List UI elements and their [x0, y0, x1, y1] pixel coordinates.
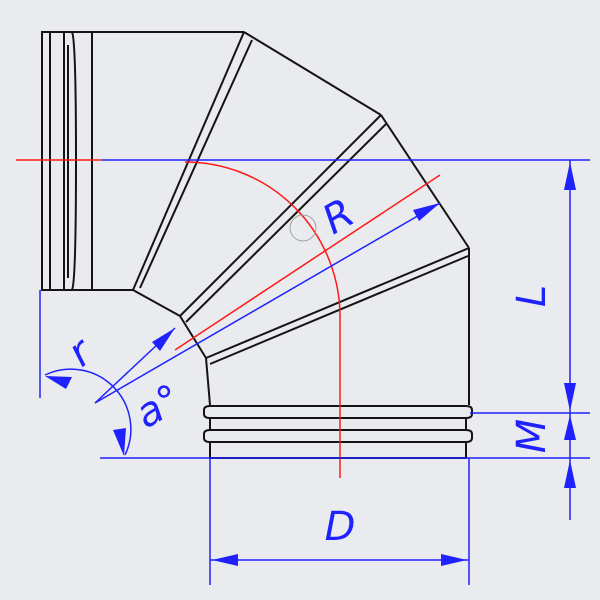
seam-2	[179, 114, 382, 317]
bottom-bead-bottom	[203, 429, 473, 443]
arrowheads	[45, 162, 576, 566]
seam-1	[132, 31, 245, 291]
label-D: D	[325, 504, 356, 550]
seam-3-lap	[209, 255, 469, 365]
left-collar	[72, 31, 93, 291]
label-R: R	[315, 190, 362, 244]
segment-4-inner	[205, 357, 211, 406]
dimension-labels: R r a° L M D	[59, 190, 555, 550]
seam-2-lap	[185, 123, 387, 323]
segment-2-inner	[132, 289, 181, 317]
left-flange-rim	[41, 31, 51, 291]
left-flange-band	[49, 31, 65, 291]
dimension-lines	[39, 159, 590, 585]
center-point-marker	[289, 214, 317, 242]
arrow-r	[152, 328, 175, 351]
arrow-R	[413, 203, 440, 221]
arrow-D-right	[441, 554, 467, 566]
segment-2-outer	[243, 31, 382, 116]
label-L: L	[509, 285, 555, 307]
bottom-collar	[209, 417, 467, 431]
elbow-outline	[41, 31, 473, 459]
arrow-M-bottom	[564, 460, 576, 488]
seam-1-lap	[139, 39, 253, 289]
arrow-M-top	[564, 415, 576, 440]
arrow-angle-top	[45, 376, 72, 389]
bend-centerline	[184, 161, 341, 478]
diagonal-centerline	[174, 174, 441, 351]
angle-arc	[44, 368, 132, 456]
seam-3	[205, 247, 470, 359]
arrow-D-left	[212, 554, 238, 566]
bottom-flange-band	[209, 441, 467, 459]
label-angle-a: a°	[128, 376, 190, 438]
label-M: M	[509, 419, 555, 454]
bottom-bead-top	[203, 405, 473, 419]
arrow-angle-bottom	[113, 428, 126, 456]
left-bead	[64, 31, 78, 291]
segment-3-outer	[380, 114, 470, 249]
arrow-L-bottom	[564, 383, 576, 411]
arrow-L-top	[564, 162, 576, 190]
radius-R-line	[94, 202, 441, 404]
segment-3-inner	[179, 315, 207, 359]
centerlines	[16, 159, 441, 478]
